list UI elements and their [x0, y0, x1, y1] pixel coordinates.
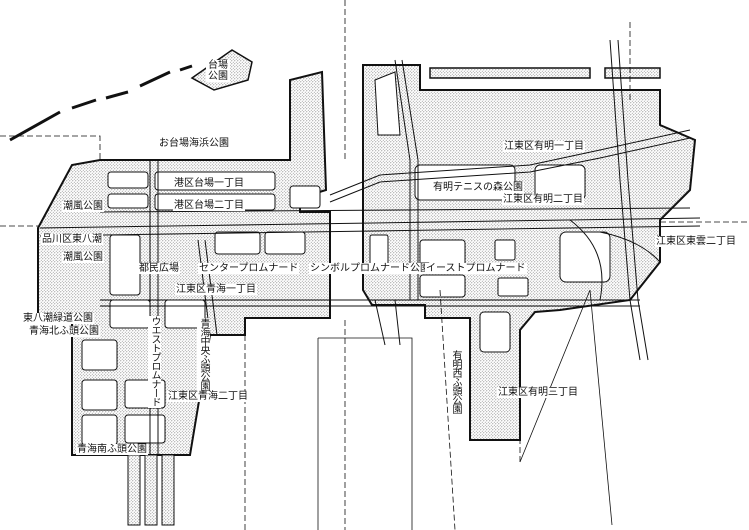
label-koto-ariake-2: 江東区有明二丁目 — [502, 194, 584, 205]
label-aomi-central: 青海中央ふ頭公園 — [197, 318, 210, 392]
label-higashiyashio-green: 東八潮緑道公園 — [22, 313, 94, 324]
label-koto-aomi-2: 江東区青海二丁目 — [167, 391, 249, 402]
label-shinagawa-higashiyashio: 品川区東八潮 — [41, 234, 103, 245]
label-koto-ariake-1: 江東区有明一丁目 — [503, 141, 585, 152]
label-daiba-park: 台場公園 — [206, 60, 230, 82]
label-minato-daiba-1: 港区台場一丁目 — [173, 178, 245, 189]
label-ariake-nishi-park: 有明西ふ頭公園 — [449, 350, 462, 426]
label-koto-shinonome-2: 江東区東雲二丁目 — [655, 236, 737, 247]
label-east-promenade: イーストプロムナード — [425, 263, 527, 274]
label-civic-plaza: 都民広場 — [138, 263, 180, 274]
breakwater — [9, 64, 193, 142]
ariake-north-strip — [429, 67, 661, 79]
label-ariake-tennis: 有明テニスの森公園 — [432, 182, 524, 193]
label-center-promenade: センタープロムナード — [198, 263, 300, 274]
label-shiome-park: 潮風公園 — [62, 201, 104, 212]
piers — [127, 454, 175, 526]
label-koto-ariake-3: 江東区有明三丁目 — [497, 387, 579, 398]
label-aomi-north-park: 青海北ふ頭公園 — [28, 326, 100, 337]
label-koto-aomi-1: 江東区青海一丁目 — [175, 284, 257, 295]
label-west-promenade: ウエストプロムナード — [148, 316, 161, 408]
label-odaiba-beach-park: お台場海浜公園 — [158, 138, 230, 149]
label-shiokaze-park: 潮風公園 — [62, 252, 104, 263]
label-symbol-promenade-park: シンボルプロムナード公園 — [309, 263, 431, 274]
label-minato-daiba-2: 港区台場二丁目 — [173, 200, 245, 211]
roads — [39, 39, 701, 455]
label-aomi-south-park: 青海南ふ頭公園 — [76, 444, 148, 455]
water-lines — [317, 289, 613, 530]
east-landmass — [362, 64, 697, 441]
